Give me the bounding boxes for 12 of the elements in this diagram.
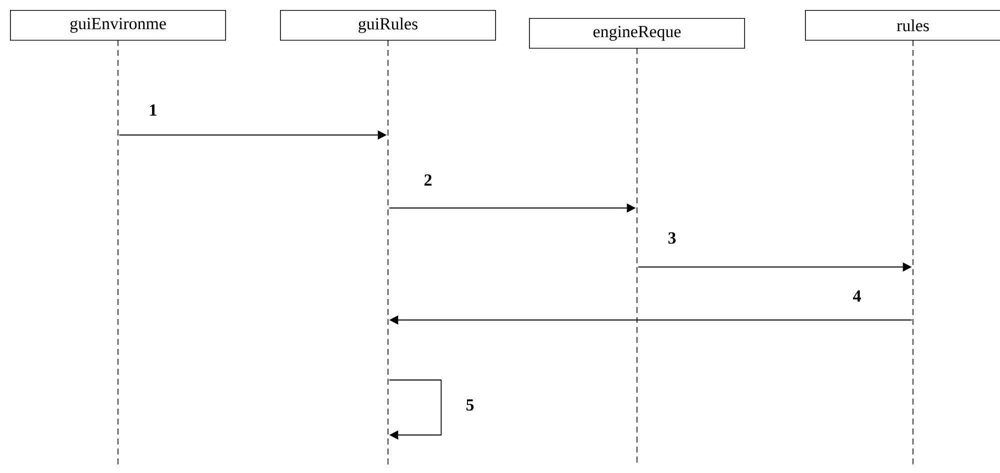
message-number: 4	[853, 290, 861, 302]
message-number: 1	[150, 104, 156, 116]
lifeline-head-box: guiRules	[280, 10, 496, 41]
lifeline-head-box: engineReque	[529, 18, 745, 49]
message-arrow	[388, 380, 442, 440]
lifeline-head-box: guiEnvironme	[10, 10, 226, 41]
lifeline	[636, 48, 638, 466]
message-number: 5	[466, 399, 474, 411]
lifeline-head-box: rules	[805, 10, 1000, 41]
message-number: 2	[424, 174, 432, 186]
message-number: 3	[668, 232, 676, 244]
lifeline	[912, 40, 914, 466]
